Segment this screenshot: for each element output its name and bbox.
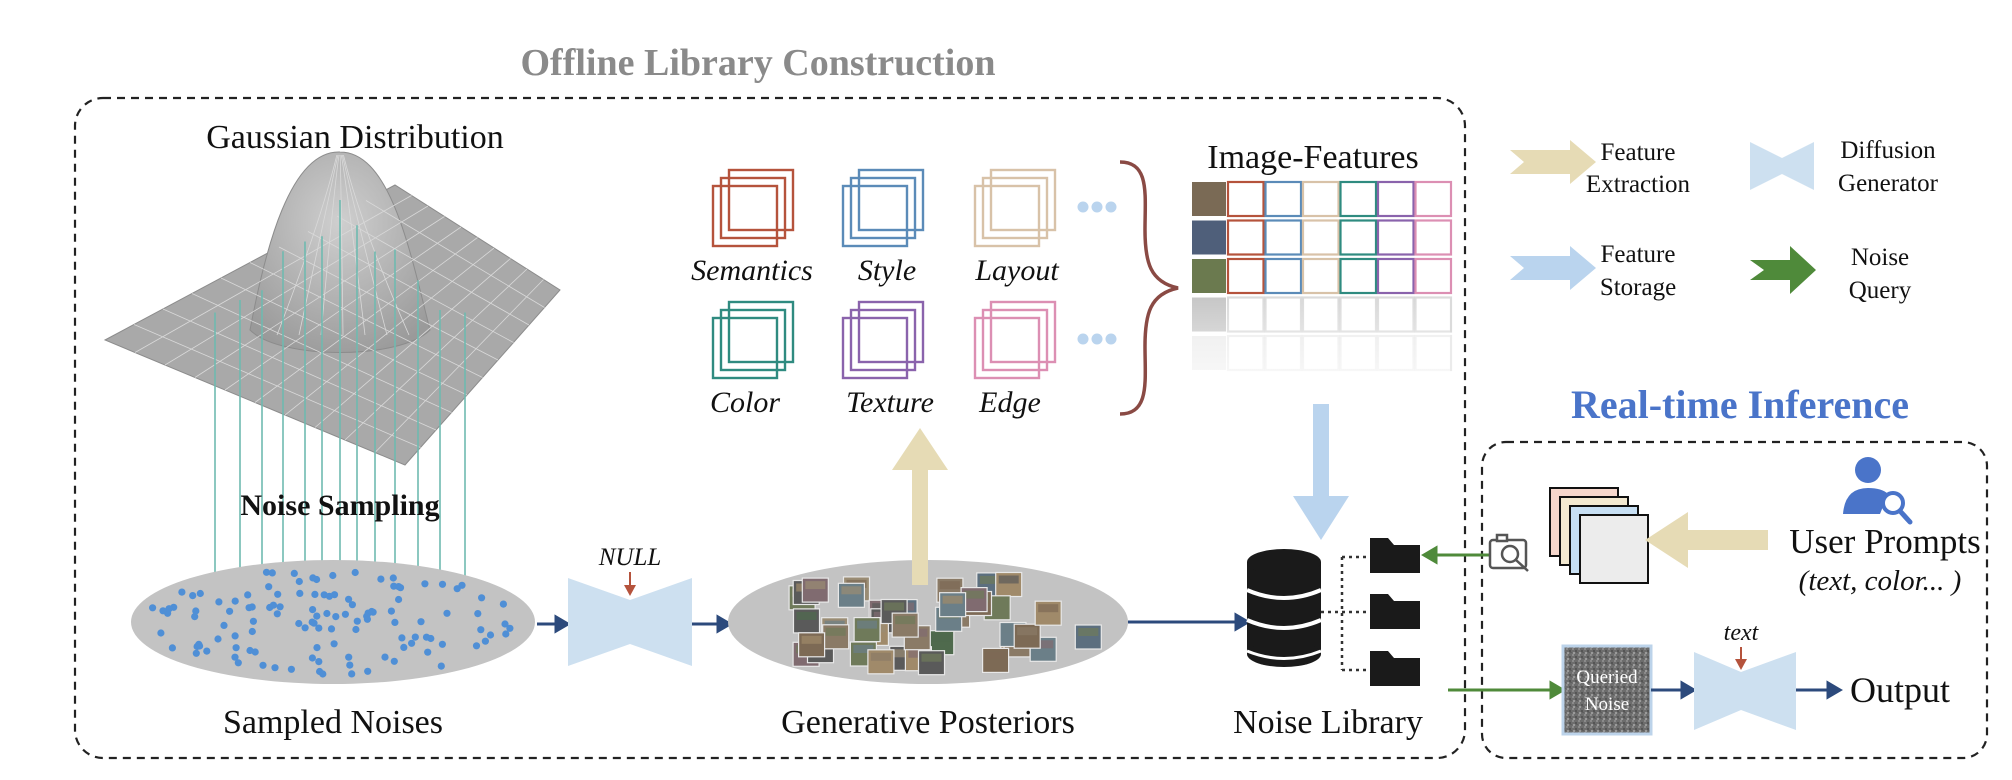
- arrow-queried-to-generator: [1651, 680, 1697, 700]
- null-label: NULL: [598, 544, 662, 571]
- prompt-cards: [1549, 487, 1649, 584]
- user-prompts-label: User Prompts: [1789, 522, 1981, 561]
- realtime-box: [1480, 440, 1989, 760]
- noise-query-arrow-top: [1421, 545, 1490, 565]
- feature-label-semantics: Semantics: [691, 254, 813, 287]
- text-arrow: [1735, 647, 1747, 670]
- library-tree-connector: [1321, 555, 1368, 672]
- legend-storage-arrow: [1510, 246, 1596, 290]
- sampled-noises-ellipse: [131, 560, 535, 684]
- noise-sampling-label: Noise Sampling: [240, 489, 439, 522]
- gaussian-title: Gaussian Distribution: [206, 119, 503, 156]
- noise-query-arrow-bottom: [1448, 680, 1566, 700]
- arrow-noise-to-generator: [537, 614, 571, 634]
- feature-label-color: Color: [710, 386, 780, 419]
- legend: Feature Extraction Diffusion Generator F…: [1510, 137, 1939, 304]
- feature-stack-layout: [973, 168, 1057, 248]
- feature-extraction-arrow: [892, 428, 948, 585]
- output-label: Output: [1850, 670, 1950, 710]
- sampling-lines: [214, 200, 466, 648]
- queried-noise-square: [1561, 644, 1653, 736]
- feature-stack-style: [841, 168, 925, 248]
- null-arrow: [624, 572, 636, 596]
- noise-library-label: Noise Library: [1233, 704, 1423, 741]
- feature-stack-texture: [841, 300, 925, 380]
- offline-section-title: Offline Library Construction: [521, 42, 996, 84]
- diffusion-generator-shape: [568, 578, 692, 666]
- user-prompts-sub: (text, color... ): [1799, 565, 1962, 597]
- legend-feature-storage-1: Feature: [1601, 241, 1676, 268]
- queried-noise-line2: Noise: [1585, 694, 1629, 715]
- folder-icon: [1370, 651, 1420, 686]
- queried-noise-line1: Queried: [1576, 667, 1638, 688]
- posterior-thumbnails: [788, 571, 1102, 676]
- gaussian-surface: [103, 151, 561, 466]
- legend-noise-query-2: Query: [1849, 277, 1912, 304]
- feature-stack-color: [711, 300, 795, 380]
- legend-diffusion-generator-1: Diffusion: [1840, 137, 1936, 164]
- folder-icon: [1370, 538, 1420, 573]
- database-icon: [1246, 549, 1322, 667]
- feature-label-texture: Texture: [846, 386, 934, 419]
- offline-box: [73, 96, 1467, 760]
- arrow-generator-to-posteriors: [692, 614, 733, 634]
- camera-search-icon: [1488, 533, 1529, 572]
- grid-fade: [1190, 300, 1450, 420]
- curly-brace: [1119, 160, 1179, 416]
- text-condition-label: text: [1724, 620, 1760, 646]
- legend-diffusion-generator-2: Generator: [1838, 170, 1939, 197]
- generative-posteriors-label: Generative Posteriors: [781, 704, 1075, 741]
- legend-feature-extraction-2: Extraction: [1586, 171, 1691, 198]
- image-features-title: Image-Features: [1207, 139, 1418, 176]
- feature-stack-edge: [973, 300, 1057, 380]
- user-search-icon: [1843, 457, 1913, 525]
- arrow-generator-to-output: [1796, 680, 1843, 700]
- legend-noise-query-1: Noise: [1851, 244, 1909, 271]
- arrow-posteriors-to-library: [1128, 612, 1251, 632]
- realtime-section-title: Real-time Inference: [1571, 382, 1909, 427]
- legend-feature-storage-2: Storage: [1600, 274, 1676, 301]
- folder-icon: [1370, 594, 1420, 629]
- feature-label-layout: Layout: [974, 254, 1059, 287]
- diffusion-generator-text: [1694, 652, 1796, 730]
- noise-dots: [149, 568, 514, 678]
- feature-stack-semantics: [711, 168, 795, 248]
- legend-extraction-arrow: [1510, 140, 1596, 184]
- feature-label-edge: Edge: [978, 386, 1041, 419]
- feature-ellipsis-dots: [1077, 201, 1117, 345]
- prompt-extraction-arrow: [1645, 512, 1768, 568]
- legend-feature-extraction-1: Feature: [1601, 139, 1676, 166]
- feature-label-style: Style: [858, 254, 916, 287]
- feature-storage-arrow: [1293, 404, 1349, 540]
- legend-generator-shape: [1750, 142, 1814, 190]
- legend-query-arrow: [1750, 246, 1816, 294]
- sampled-noises-label: Sampled Noises: [223, 704, 443, 741]
- noise-folders: [1370, 538, 1420, 686]
